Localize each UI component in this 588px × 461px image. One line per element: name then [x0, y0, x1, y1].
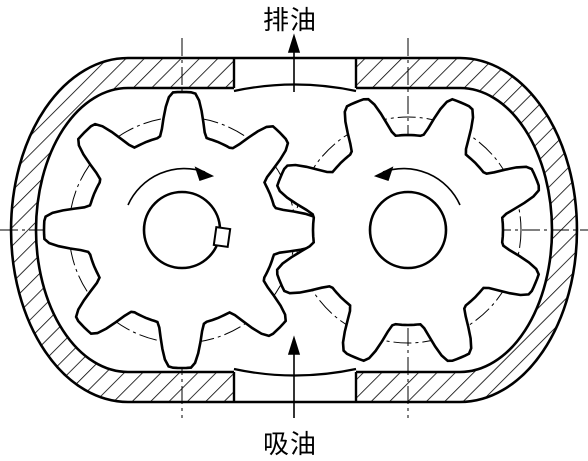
rotation-arrow-right: [373, 166, 461, 206]
suction-label: 吸油: [263, 430, 318, 460]
suction-arrow: [287, 335, 301, 418]
discharge-label: 排油: [263, 6, 318, 36]
shaft-key: [212, 225, 232, 249]
driven-shaft-bore: [368, 190, 448, 270]
inner-chamber-outline: [233, 83, 357, 377]
discharge-arrow: [287, 33, 301, 92]
rotation-arrow-left: [127, 166, 215, 206]
drive-shaft-bore: [142, 190, 222, 270]
